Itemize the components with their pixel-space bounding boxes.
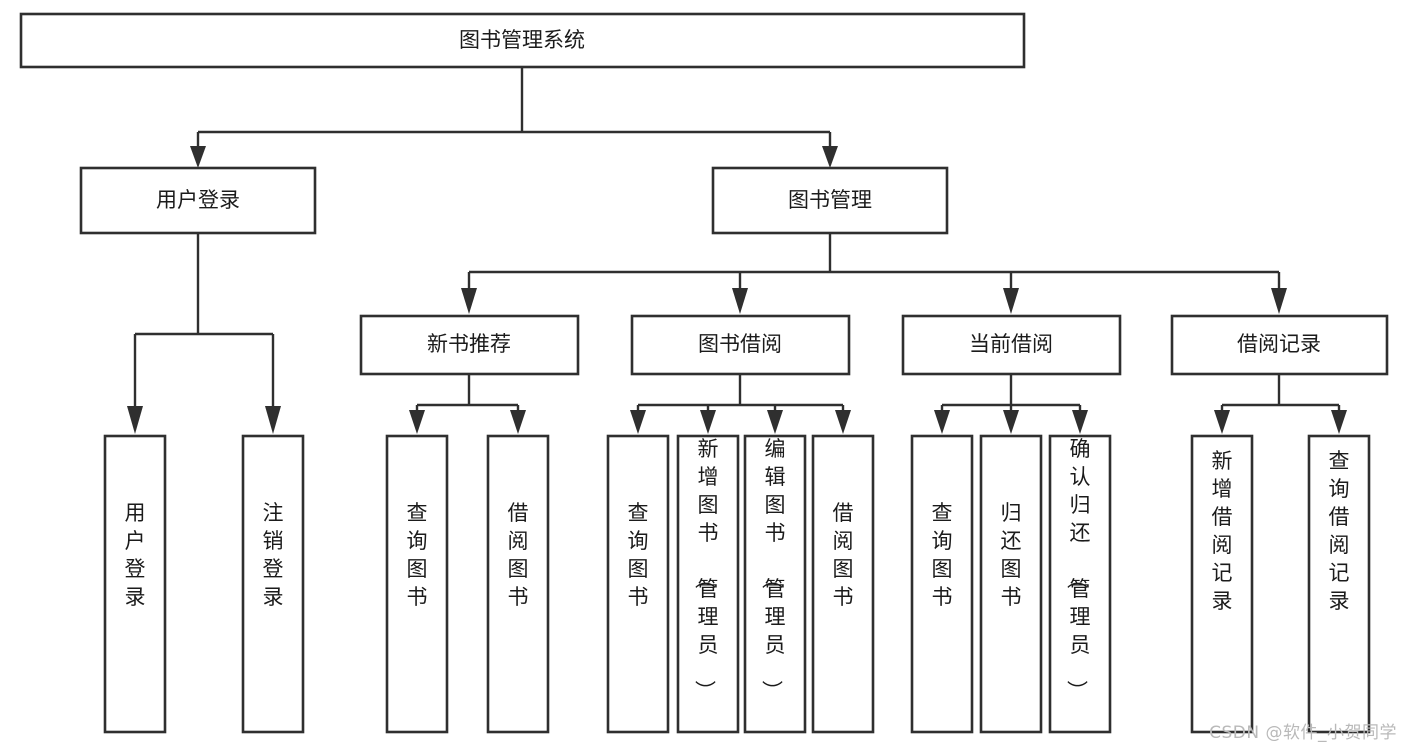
leaf-borrow-book-2-label: 借阅图书 xyxy=(833,501,854,609)
arrow-head-leaf-add-book xyxy=(700,410,716,434)
leaf-borrow-book-1-label: 借阅图书 xyxy=(508,501,529,609)
arrow-head-user-login xyxy=(190,146,206,168)
node-leaf-add-book[interactable]: 新增图书（管理员） xyxy=(676,434,740,734)
arrow-head-leaf-query-book-3 xyxy=(934,410,950,434)
node-leaf-return-book[interactable]: 归还图书 xyxy=(979,434,1043,734)
node-borrow-record[interactable]: 借阅记录 xyxy=(1170,314,1389,376)
node-user-login[interactable]: 用户登录 xyxy=(79,166,317,235)
leaf-add-book-box[interactable] xyxy=(676,434,740,734)
leaf-return-book-box[interactable] xyxy=(979,434,1043,734)
node-leaf-borrow-book-2[interactable]: 借阅图书 xyxy=(811,434,875,734)
arrow-head-book-borrow xyxy=(732,288,748,314)
new-book-recommend-box[interactable] xyxy=(359,314,580,376)
node-leaf-logout-login[interactable]: 注销登录 xyxy=(241,434,305,734)
arrow-head-leaf-logout-login xyxy=(265,406,281,434)
new-book-recommend-label: 新书推荐 xyxy=(427,332,511,356)
leaf-edit-book-box[interactable] xyxy=(743,434,807,734)
arrow-head-leaf-confirm-return xyxy=(1072,410,1088,434)
csdn-watermark: CSDN @软件_小贺同学 xyxy=(1209,723,1397,743)
leaf-confirm-return-label: 确认归还（管理员） xyxy=(1065,437,1091,701)
leaf-logout-login-box[interactable] xyxy=(241,434,305,734)
leaf-confirm-return-box[interactable] xyxy=(1048,434,1112,734)
leaf-query-book-3-label: 查询图书 xyxy=(932,501,953,609)
arrow-head-leaf-borrow-book-2 xyxy=(835,410,851,434)
connector-layer xyxy=(127,67,1347,434)
arrow-head-leaf-user-login xyxy=(127,406,143,434)
leaf-logout-login-label: 注销登录 xyxy=(263,501,284,609)
current-borrow-label: 当前借阅 xyxy=(969,332,1053,356)
node-leaf-confirm-return[interactable]: 确认归还（管理员） xyxy=(1048,434,1112,734)
user-login-label: 用户登录 xyxy=(156,188,240,212)
leaf-add-book-label: 新增图书（管理员） xyxy=(693,437,719,701)
leaf-query-book-1-label: 查询图书 xyxy=(407,501,428,609)
node-leaf-borrow-book-1[interactable]: 借阅图书 xyxy=(486,434,550,734)
node-leaf-query-book-3[interactable]: 查询图书 xyxy=(910,434,974,734)
node-leaf-query-book-2[interactable]: 查询图书 xyxy=(606,434,670,734)
leaf-edit-book-label: 编辑图书（管理员） xyxy=(760,437,786,701)
leaf-borrow-book-1-box[interactable] xyxy=(486,434,550,734)
book-management-label: 图书管理 xyxy=(788,188,872,212)
leaf-user-login-box[interactable] xyxy=(103,434,167,734)
leaf-borrow-book-2-box[interactable] xyxy=(811,434,875,734)
arrow-head-leaf-edit-book xyxy=(767,410,783,434)
borrow-record-box[interactable] xyxy=(1170,314,1389,376)
leaf-add-record-box[interactable] xyxy=(1190,434,1254,734)
node-leaf-query-record[interactable]: 查询借阅记录 xyxy=(1307,434,1371,734)
node-current-borrow[interactable]: 当前借阅 xyxy=(901,314,1122,376)
root-label: 图书管理系统 xyxy=(459,28,585,52)
leaf-query-book-1-box[interactable] xyxy=(385,434,449,734)
node-root[interactable]: 图书管理系统 xyxy=(19,12,1026,69)
leaf-query-record-label: 查询借阅记录 xyxy=(1329,449,1350,613)
book-management-box[interactable] xyxy=(711,166,949,235)
user-login-box[interactable] xyxy=(79,166,317,235)
book-borrow-box[interactable] xyxy=(630,314,851,376)
arrow-head-new-book-recommend xyxy=(461,288,477,314)
leaf-add-record-label: 新增借阅记录 xyxy=(1212,449,1233,613)
arrow-head-current-borrow xyxy=(1003,288,1019,314)
node-new-book-recommend[interactable]: 新书推荐 xyxy=(359,314,580,376)
arrow-head-leaf-add-record xyxy=(1214,410,1230,434)
root-box[interactable] xyxy=(19,12,1026,69)
book-borrow-label: 图书借阅 xyxy=(698,332,782,356)
leaf-query-book-2-label: 查询图书 xyxy=(628,501,649,609)
leaf-return-book-label: 归还图书 xyxy=(1001,501,1022,609)
arrow-head-leaf-return-book xyxy=(1003,410,1019,434)
arrow-head-leaf-borrow-book-1 xyxy=(510,410,526,434)
leaf-query-book-3-box[interactable] xyxy=(910,434,974,734)
node-book-management[interactable]: 图书管理 xyxy=(711,166,949,235)
borrow-record-label: 借阅记录 xyxy=(1237,332,1321,356)
node-leaf-edit-book[interactable]: 编辑图书（管理员） xyxy=(743,434,807,734)
arrow-head-borrow-record xyxy=(1271,288,1287,314)
arrow-head-book-management xyxy=(822,146,838,168)
node-leaf-user-login[interactable]: 用户登录 xyxy=(103,434,167,734)
current-borrow-box[interactable] xyxy=(901,314,1122,376)
leaf-user-login-label: 用户登录 xyxy=(125,501,146,609)
arrow-head-leaf-query-book-2 xyxy=(630,410,646,434)
leaf-query-book-2-box[interactable] xyxy=(606,434,670,734)
node-leaf-add-record[interactable]: 新增借阅记录 xyxy=(1190,434,1254,734)
node-leaf-query-book-1[interactable]: 查询图书 xyxy=(385,434,449,734)
arrow-head-leaf-query-record xyxy=(1331,410,1347,434)
leaf-query-record-box[interactable] xyxy=(1307,434,1371,734)
node-book-borrow[interactable]: 图书借阅 xyxy=(630,314,851,376)
arrow-head-leaf-query-book-1 xyxy=(409,410,425,434)
